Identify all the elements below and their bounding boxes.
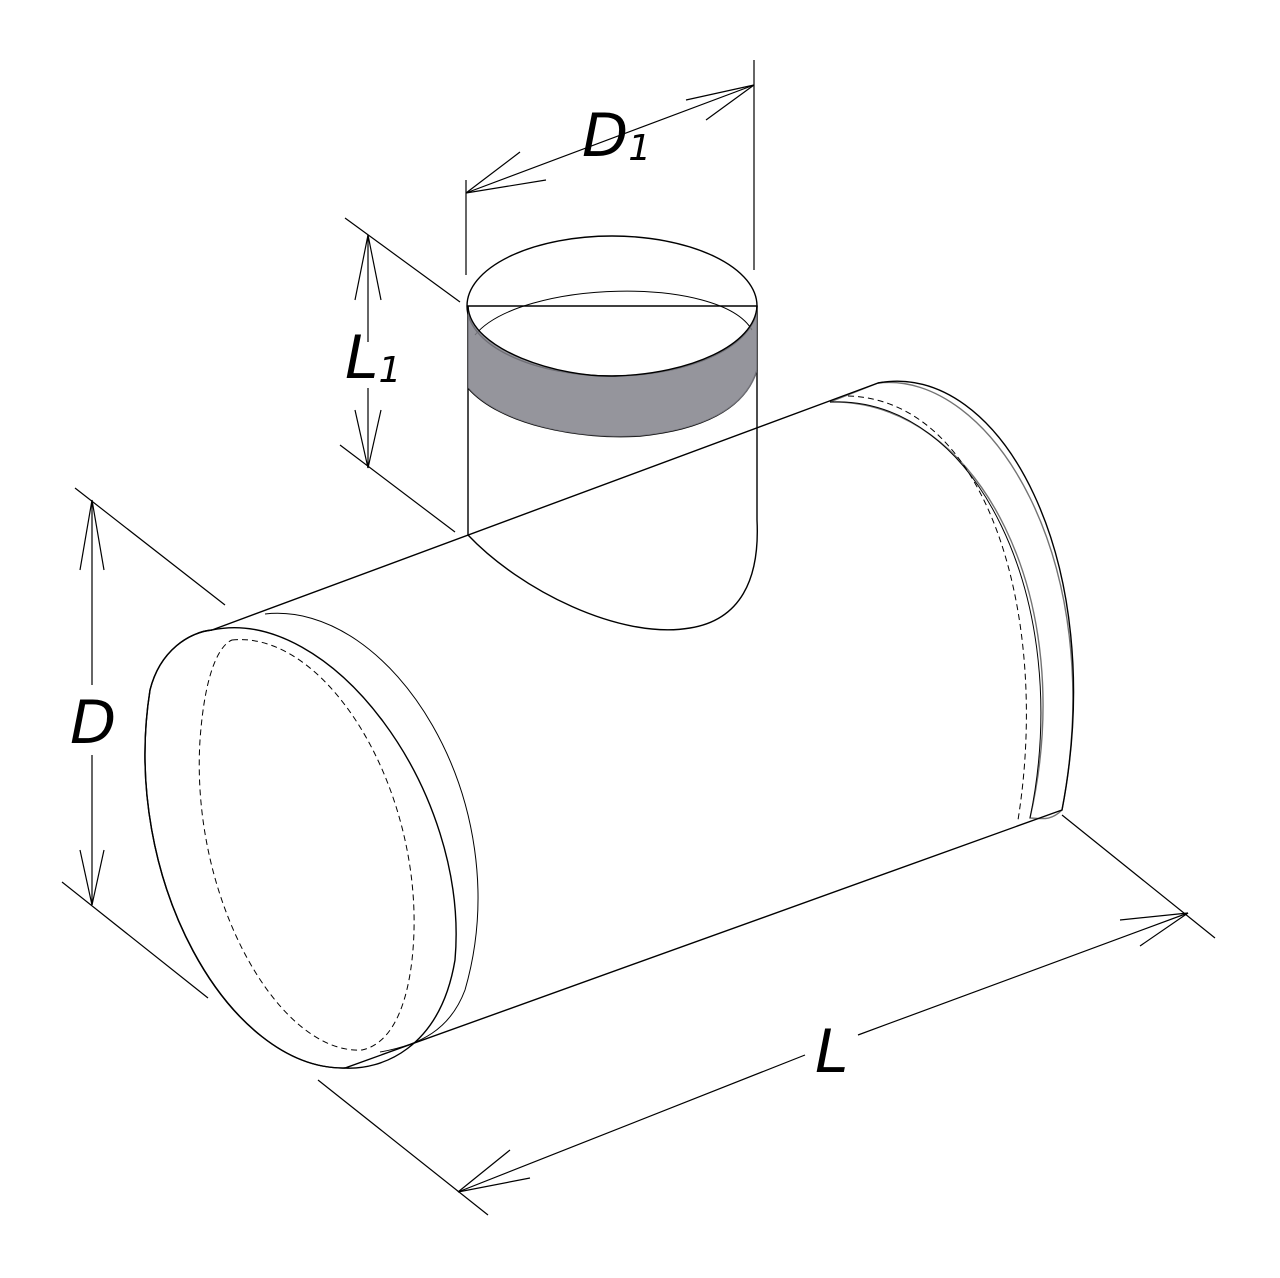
branch-body (467, 305, 758, 631)
left-open-end (144, 627, 457, 1069)
left-inner-rim (198, 639, 415, 1051)
dimension-l: L (317, 814, 1216, 1216)
dimension-l-label: L (815, 1017, 848, 1087)
branch-inner-lip (474, 290, 753, 336)
main-pipe-body (144, 380, 1075, 1069)
main-pipe (144, 380, 1075, 1069)
dimension-d1: D1 (465, 60, 755, 275)
right-end-cap (829, 381, 1074, 820)
branch-front-face (468, 306, 757, 437)
dimension-l1-label: L1 (345, 323, 401, 393)
branch-rim-front (467, 305, 758, 377)
branch-pipe (466, 235, 758, 631)
right-band-seam (829, 401, 1042, 819)
dimension-d: D (61, 487, 226, 999)
dimension-d-label: D (70, 688, 116, 758)
dimension-l1: L1 (339, 217, 461, 533)
dimension-d1-label: D1 (582, 101, 651, 171)
left-band-seam (264, 612, 479, 1053)
right-band-hidden (847, 395, 1027, 821)
